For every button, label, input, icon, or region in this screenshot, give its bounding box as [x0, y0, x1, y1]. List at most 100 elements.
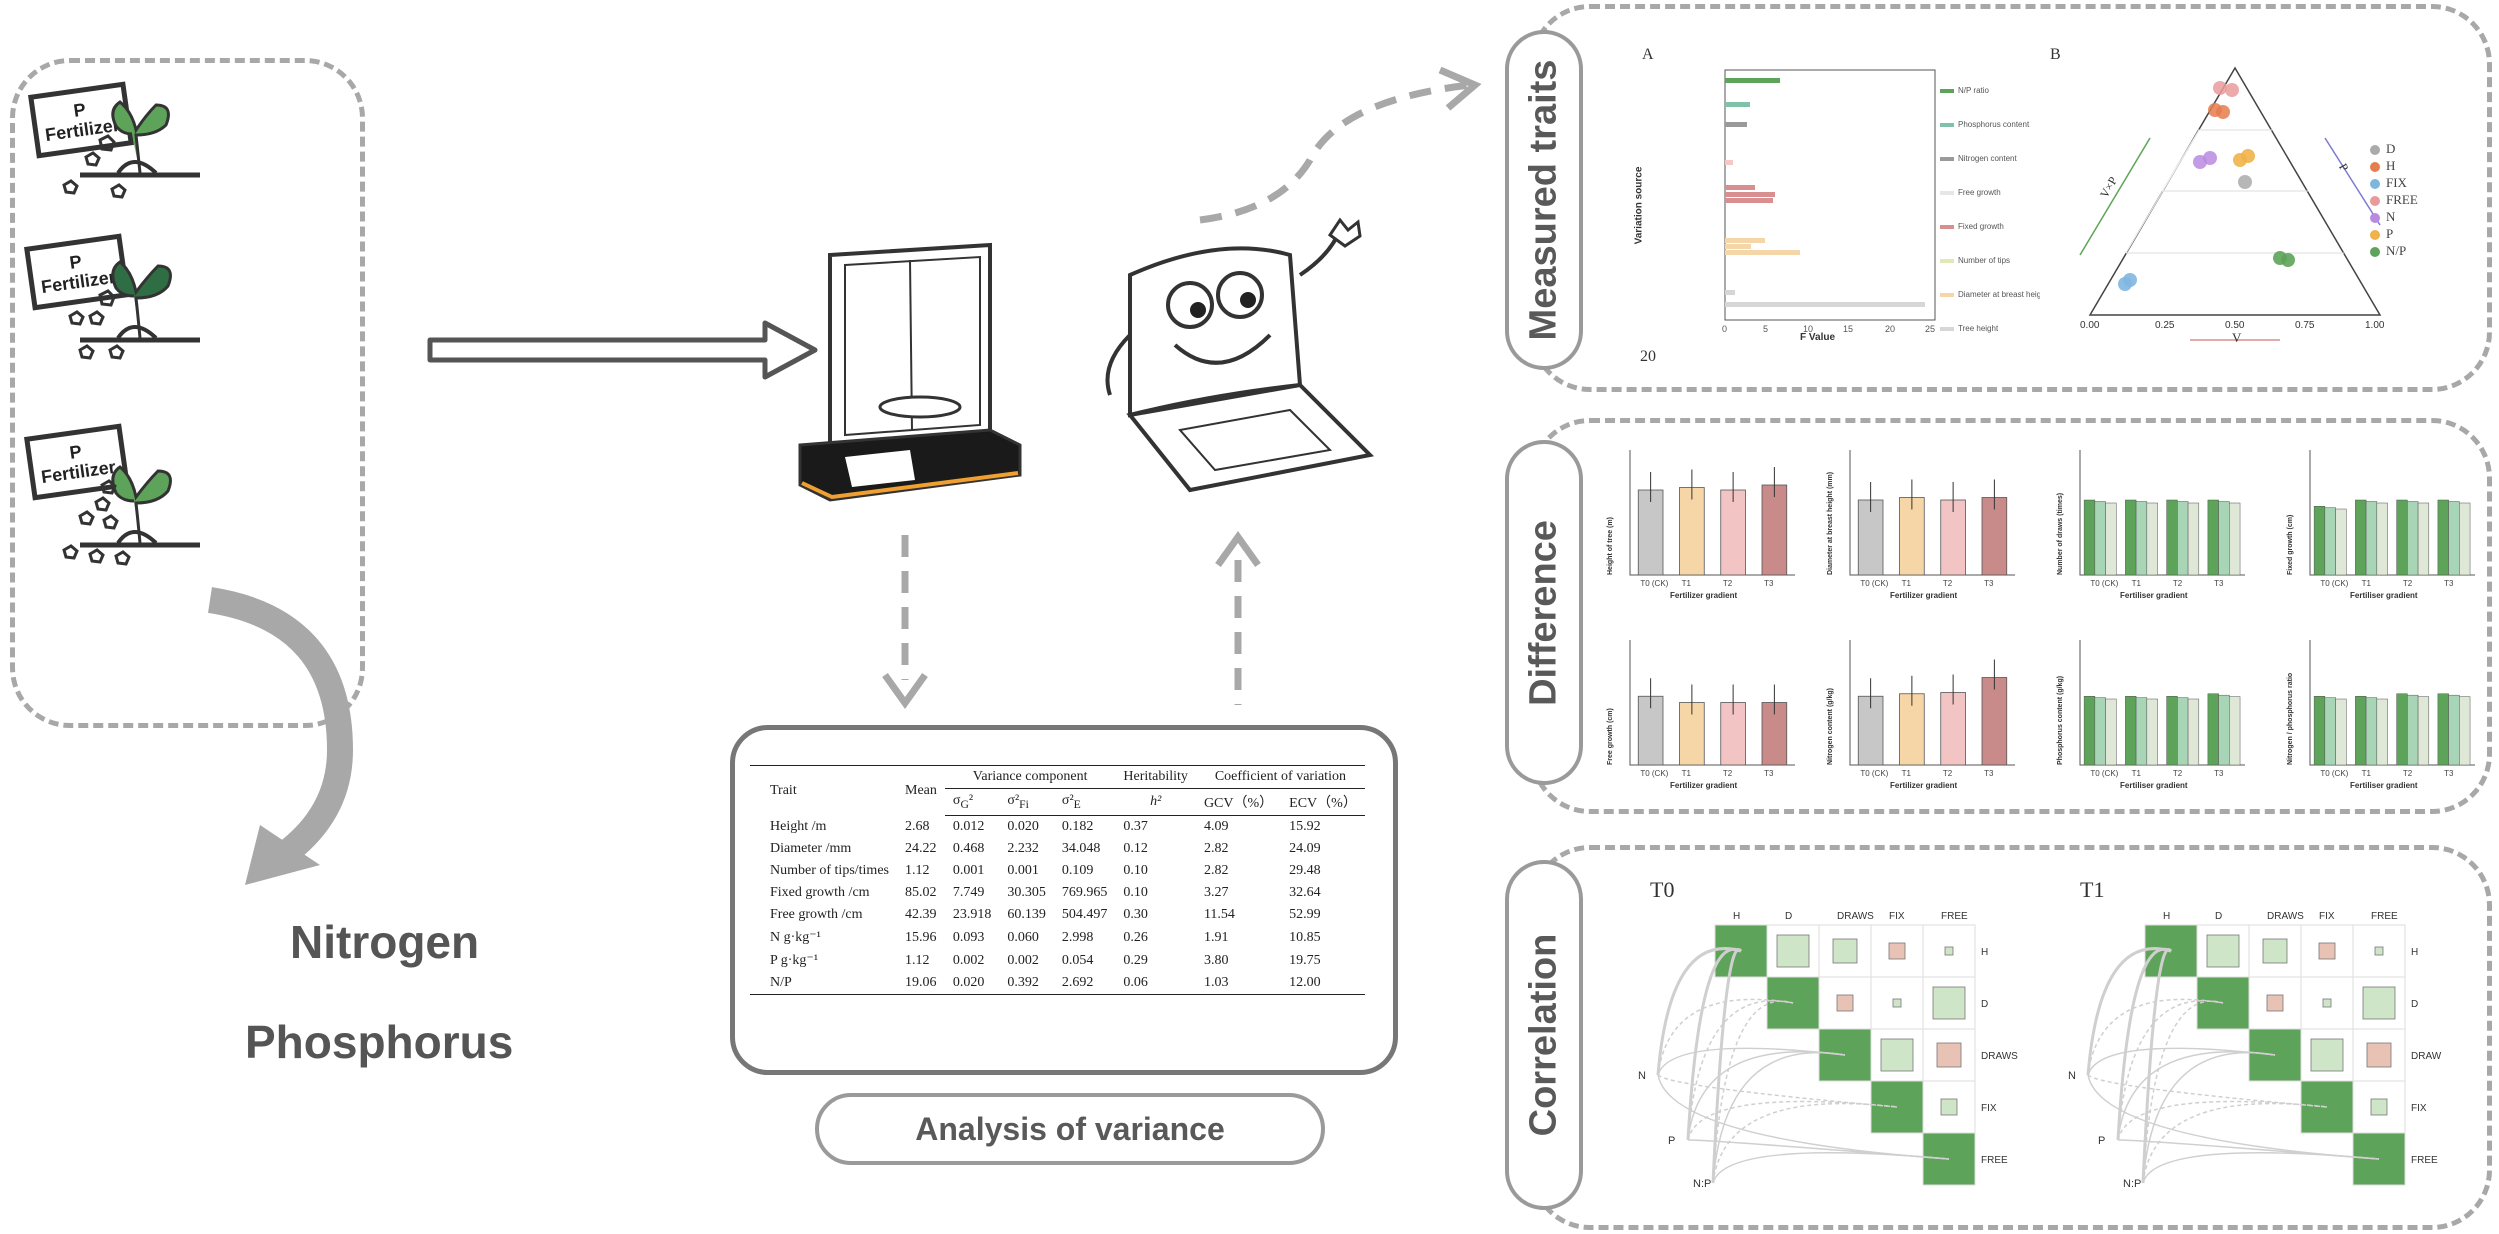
correlation-link [1687, 1100, 1898, 1141]
correlation-marker [1936, 1042, 1962, 1068]
panel-b-tick-3: 0.75 [2295, 320, 2315, 331]
correlation-link [2117, 1000, 2224, 1141]
panel-a-legend-item: Diameter at breast height [1940, 278, 2048, 312]
table-cell-gf: 0.392 [999, 972, 1054, 995]
correlation-marker [1940, 1098, 1958, 1116]
correlation-marker [1944, 946, 1954, 956]
difference-bar [2313, 696, 2326, 766]
fertilizer-treatment-panel [10, 58, 365, 728]
difference-bar [2166, 499, 2178, 576]
panel-b-legend-item: N/P [2370, 242, 2418, 259]
difference-bar [1637, 489, 1664, 576]
correlation-link [1712, 1102, 1898, 1184]
correlation-marker [2266, 994, 2284, 1012]
panel-b-tick-4: 1.00 [2365, 320, 2385, 331]
laptop-character-icon [1105, 217, 1375, 493]
table-cell-e: 34.048 [1061, 841, 1101, 856]
table-cell-gf: 0.001 [1007, 863, 1039, 878]
difference-bar [2207, 499, 2219, 576]
table-cell-gf: 0.060 [1007, 929, 1039, 945]
panel-b-tick-2: 0.50 [2225, 320, 2245, 331]
difference-y-label: Nitrogen / phosphorus ratio [2287, 673, 2294, 765]
difference-x-tick: T3 [2444, 579, 2454, 588]
plant-sprout-icon-3 [62, 465, 200, 566]
correlation-marker [1932, 986, 1966, 1020]
correlation-marker [2318, 942, 2336, 960]
table-cell-mean: 15.96 [905, 929, 937, 945]
correlation-row-label: FIX [1981, 1103, 1997, 1114]
header-coefficient: Coefficient of variation [1195, 765, 1365, 789]
dashed-arrow-curve-icon [1199, 66, 1482, 224]
analytical-balance-icon [798, 242, 1022, 502]
correlation-col-label: FREE [1941, 911, 1968, 922]
difference-bar [2407, 501, 2419, 576]
difference-x-tick: T3 [2214, 769, 2224, 778]
correlation-row-label: D [1981, 999, 1988, 1010]
correlation-col-label: DRAWS [2267, 911, 2304, 922]
table-cell-e: 0.054 [1061, 952, 1094, 968]
difference-x-tick: T2 [1723, 769, 1733, 778]
difference-x-label: Fertilizer gradient [1890, 781, 1957, 790]
table-cell-h: 0.06 [1115, 972, 1196, 995]
correlation-link [2142, 1102, 2328, 1184]
gradient-arrow-icon [207, 587, 354, 885]
header-variance-component: Variance component [944, 765, 1116, 789]
difference-y-label: Nitrogen content (g/kg) [1827, 688, 1834, 765]
header-sigma-g: σG² [944, 788, 1000, 816]
table-cell-g: 7.749 [952, 885, 985, 900]
difference-x-tick: T1 [2362, 579, 2372, 588]
difference-x-tick: T2 [2173, 769, 2183, 778]
correlation-link [1686, 947, 1742, 1141]
panel-b-legend-item: FIX [2370, 174, 2418, 191]
difference-bar [1857, 499, 1884, 576]
correlation-link [1711, 948, 1743, 1184]
correlation-link [1712, 1000, 1794, 1184]
dashed-arrow-up-icon [1215, 530, 1261, 705]
correlation-marker [2370, 1098, 2388, 1116]
panel-a-y-label: Variation source [1633, 166, 1645, 245]
correlation-marker [1880, 1038, 1914, 1072]
correlation-link [2142, 1000, 2224, 1184]
table-cell-ecv: 19.75 [1289, 952, 1321, 968]
difference-bar [1940, 692, 1966, 766]
panel-a-x-tick-1: 5 [1763, 324, 1768, 334]
difference-x-tick: T2 [1943, 579, 1953, 588]
correlation-row-label: DRAW [2411, 1051, 2442, 1062]
difference-bar [2083, 499, 2096, 576]
panel-b-triangle [2079, 66, 2382, 341]
correlation-link [1712, 1152, 1950, 1184]
plant-sprout-icon-2 [68, 260, 200, 360]
correlation-row-label: FREE [2411, 1155, 2438, 1166]
panel-b-legend-item: D [2370, 140, 2418, 157]
correlation-link [1657, 1074, 1898, 1108]
anova-table: Trait Mean Variance component Heritabili… [750, 765, 1365, 995]
table-cell-gcv: 4.09 [1203, 819, 1229, 834]
panel-b-tick-0: 0.00 [2080, 320, 2100, 331]
header-heritability: Heritability [1115, 765, 1196, 789]
difference-bar [2313, 506, 2326, 576]
difference-bar [2437, 693, 2449, 766]
table-cell-g: 0.002 [952, 952, 985, 968]
difference-x-tick: T1 [1682, 579, 1692, 588]
correlation-marker [2362, 986, 2396, 1020]
table-cell-trait: P g·kg⁻¹ [770, 953, 819, 968]
difference-x-tick: T1 [2362, 769, 2372, 778]
table-cell-h: 0.26 [1123, 929, 1148, 945]
correlation-link [1656, 947, 1742, 1076]
correlation-side-label: P [2098, 1135, 2105, 1147]
table-cell-trait: N g·kg⁻¹ [770, 930, 821, 945]
difference-x-label: Fertiliser gradient [2350, 781, 2418, 790]
difference-y-label: Number of draws (times) [2057, 493, 2064, 575]
difference-bar [2335, 508, 2347, 576]
table-cell-h: 0.10 [1123, 863, 1148, 878]
table-cell-mean: 42.39 [905, 907, 937, 922]
difference-y-label: Phosphorus content (g/kg) [2057, 676, 2064, 765]
difference-x-tick: T2 [2403, 769, 2413, 778]
table-cell-g: 0.468 [952, 841, 985, 856]
phosphorus-label: Phosphorus [245, 1016, 514, 1068]
